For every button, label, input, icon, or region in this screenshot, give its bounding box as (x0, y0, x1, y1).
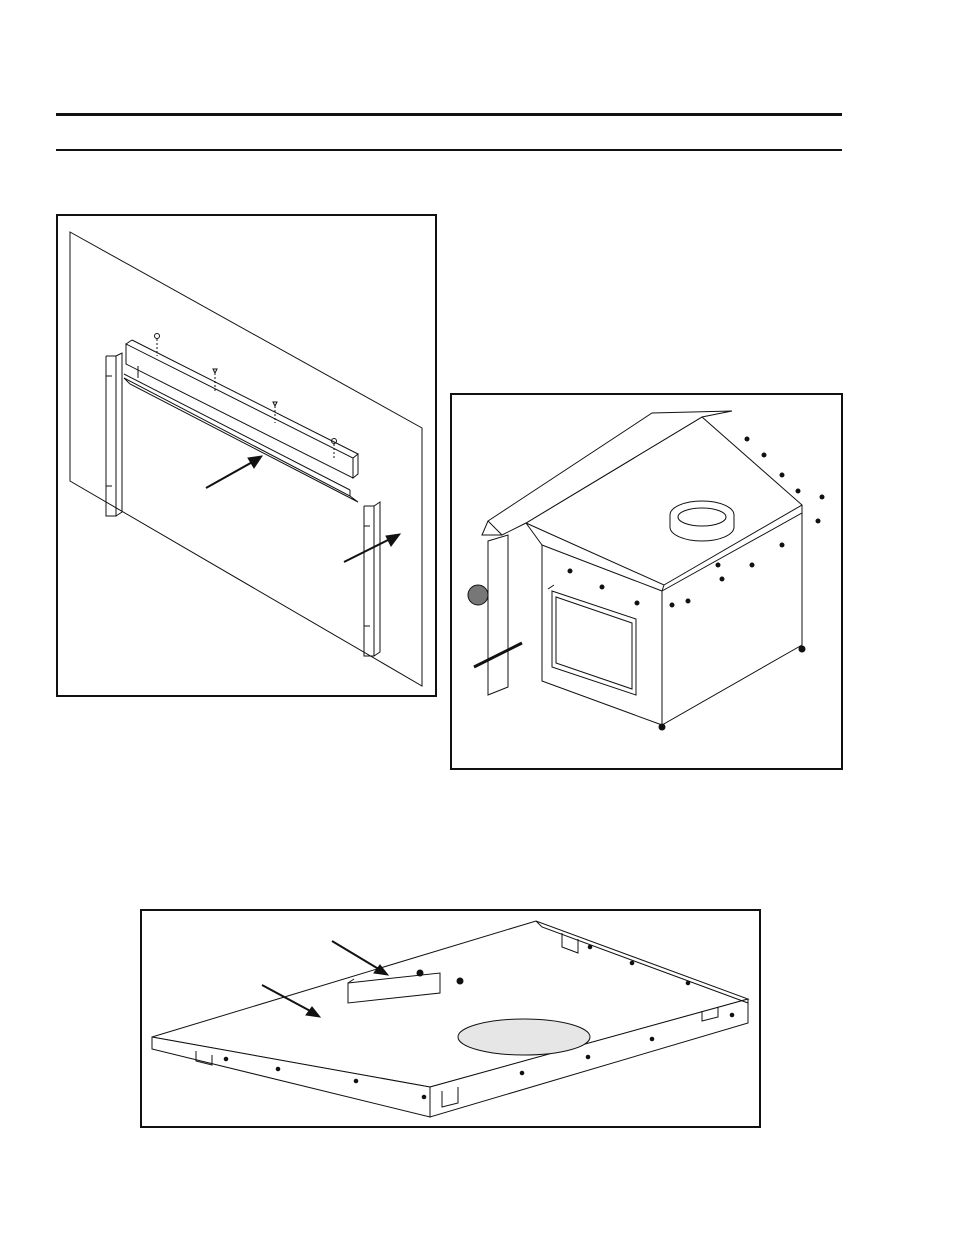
left-channel (106, 356, 116, 516)
lower-trim-flange (124, 378, 358, 502)
vent-grille-icon (468, 585, 488, 605)
caster-icon (659, 724, 665, 730)
figure-right-cabinet-top (450, 393, 843, 770)
top-panel-drawing (142, 911, 759, 1126)
top-trim-bracket (126, 344, 353, 478)
side-panel (488, 535, 508, 695)
cabinet-drawing (452, 395, 841, 768)
figure-bottom-top-panel (140, 909, 761, 1128)
trim-bracket-drawing (58, 216, 435, 695)
right-channel (364, 506, 374, 656)
header-rule-thin (56, 149, 842, 151)
header-rule-thick (56, 113, 842, 116)
oval-cutout (458, 1019, 590, 1055)
wall-outline (70, 232, 422, 686)
figure-left-trim-bracket (56, 214, 437, 697)
